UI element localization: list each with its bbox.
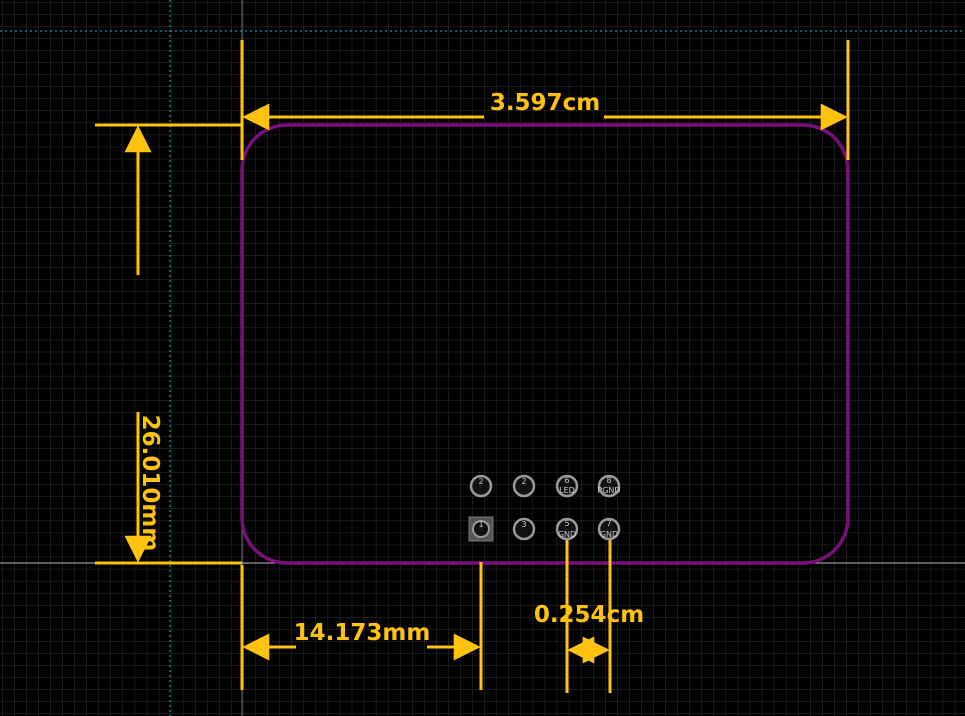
pad-net: GND	[600, 530, 618, 539]
width-dimension-label: 3.597cm	[490, 90, 600, 116]
pad-square[interactable]: 1	[468, 516, 494, 542]
pad-number: 1	[478, 520, 483, 529]
pad[interactable]: 7 GND	[597, 517, 621, 541]
connector-offset-label: 14.173mm	[294, 620, 431, 646]
pad-number: 6	[564, 476, 569, 485]
height-dimension[interactable]	[95, 123, 242, 565]
pad-net: GND	[558, 530, 576, 539]
pad-number: 3	[521, 520, 526, 529]
pad-number: 8	[606, 476, 611, 485]
pin-pitch-dimension[interactable]	[565, 520, 612, 693]
pad[interactable]: 2	[469, 474, 493, 498]
height-dimension-label: 26.010mm	[137, 415, 163, 552]
pad-number: 2	[478, 477, 483, 486]
pad-number: 2	[521, 477, 526, 486]
board-outline[interactable]	[240, 123, 850, 565]
pad[interactable]: 2	[512, 474, 536, 498]
pad-net: PGND	[597, 486, 620, 495]
connector-footprint[interactable]: 2 2 6 LED 8 PGND 1 3 5 GND	[468, 474, 621, 542]
pad[interactable]: 5 GND	[555, 517, 579, 541]
width-dimension[interactable]	[240, 40, 850, 160]
pad[interactable]: 6 LED	[555, 474, 579, 498]
pad-number: 5	[564, 519, 569, 528]
pin-pitch-label: 0.254cm	[534, 602, 644, 628]
pad[interactable]: 3	[512, 517, 536, 541]
connector-offset-dimension[interactable]	[240, 562, 483, 690]
pad[interactable]: 8 PGND	[597, 474, 621, 498]
pad-net: LED	[559, 486, 575, 495]
pad-number: 7	[606, 519, 611, 528]
